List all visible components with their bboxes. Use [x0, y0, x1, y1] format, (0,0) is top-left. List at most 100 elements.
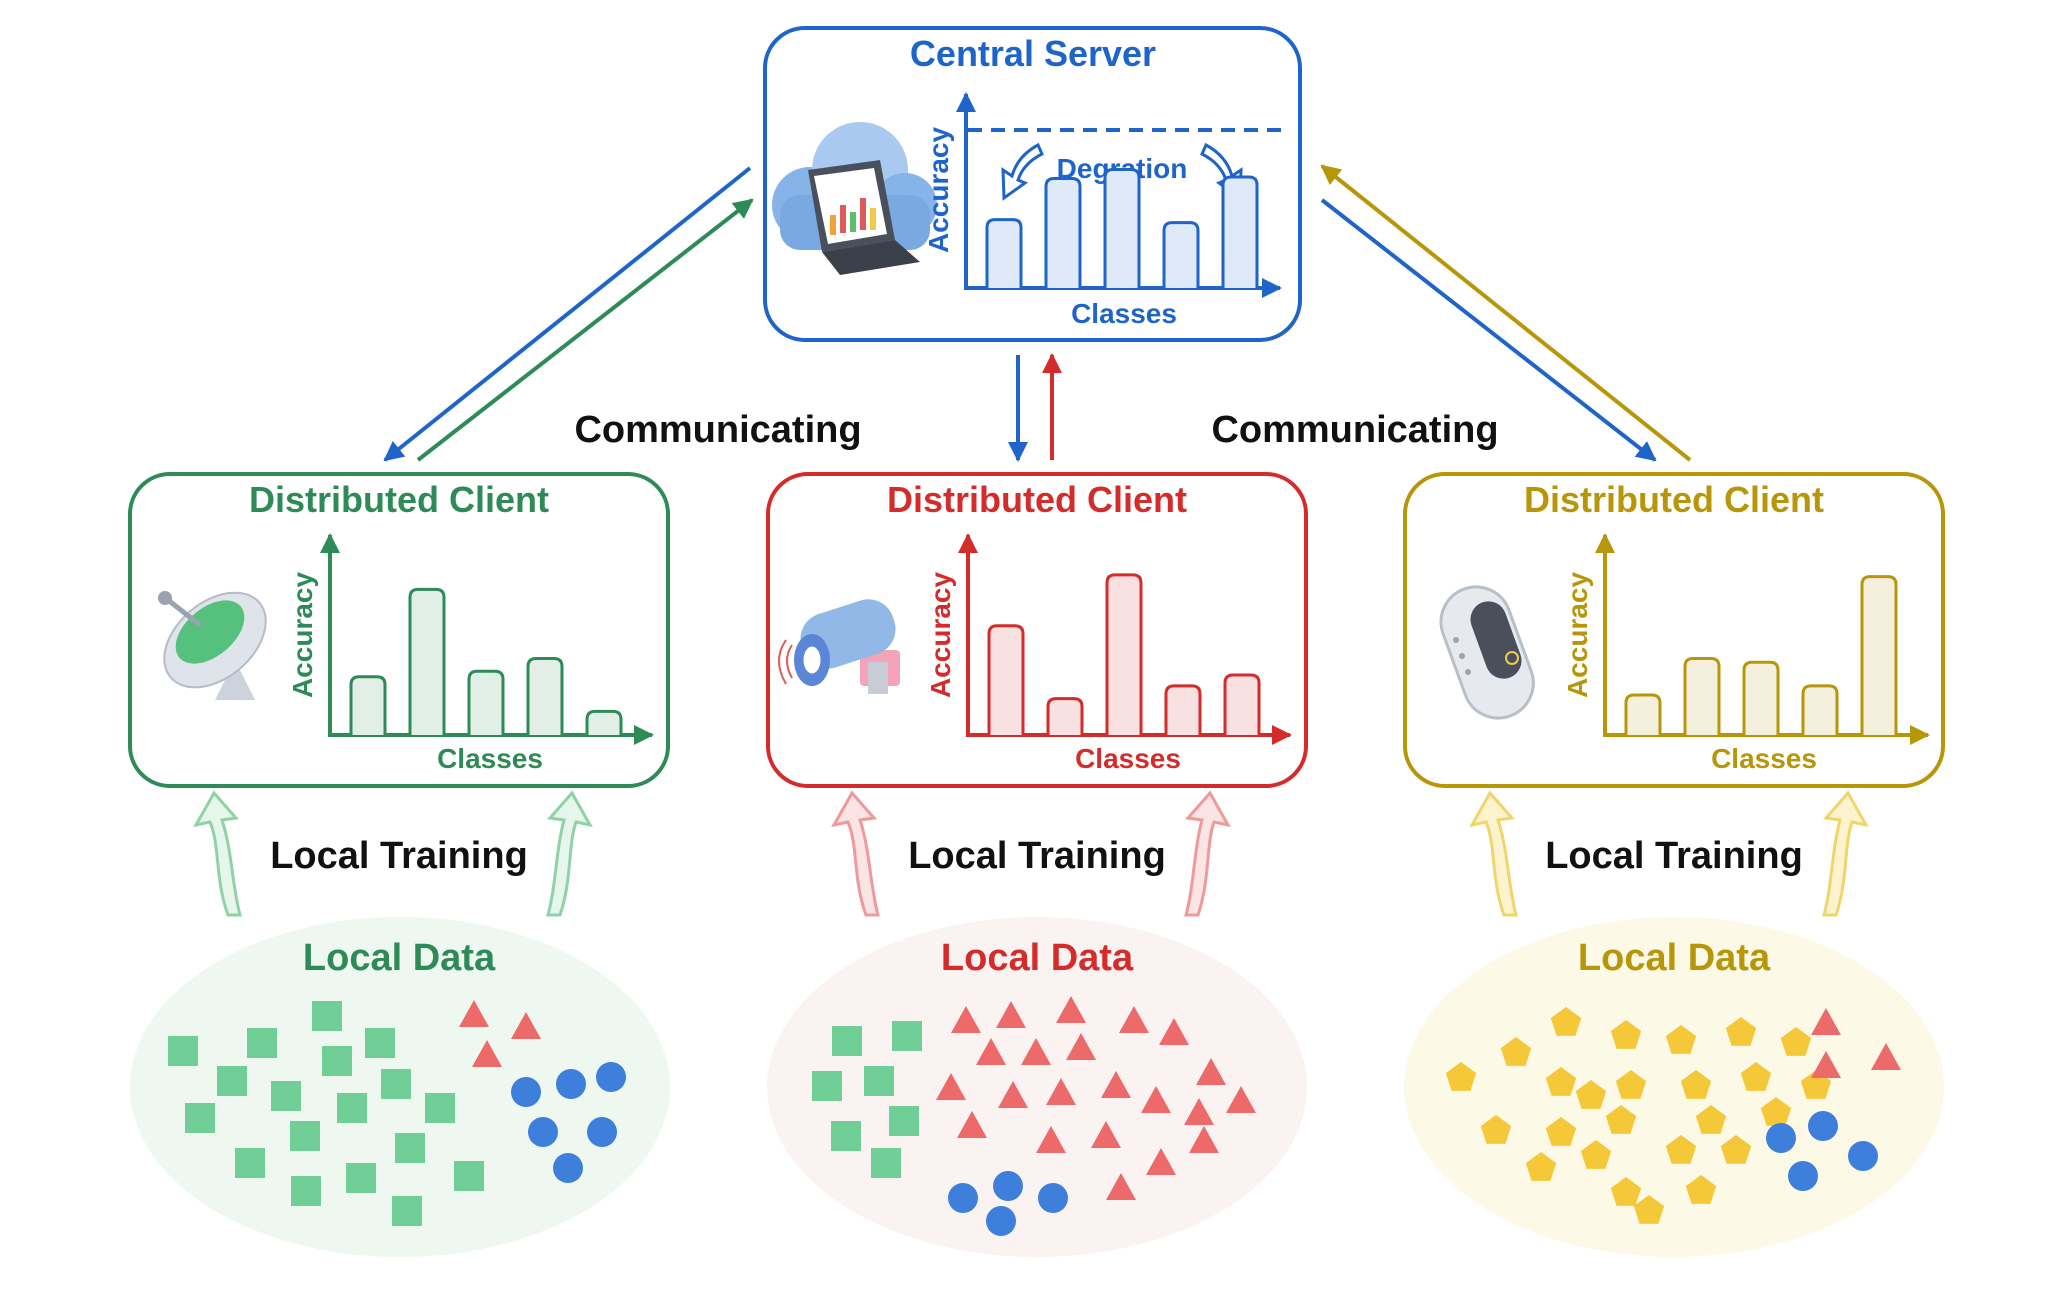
cloud-laptop-icon — [772, 122, 937, 275]
client-accuracy-bars-green — [349, 587, 623, 735]
security-camera-icon — [778, 599, 900, 694]
local-data-label-green: Local Data — [303, 937, 496, 979]
data-sample-triangle — [936, 1073, 966, 1100]
data-sample-square — [291, 1176, 321, 1206]
data-sample-triangle — [1066, 1033, 1096, 1060]
accuracy-bar — [985, 218, 1023, 288]
accuracy-bar — [1742, 660, 1780, 735]
data-sample-square — [892, 1021, 922, 1051]
data-sample-triangle — [1101, 1071, 1131, 1098]
data-sample-triangle — [996, 1001, 1026, 1028]
data-sample-pentagon — [1720, 1135, 1752, 1164]
local-data-points-red — [812, 996, 1256, 1236]
accuracy-bar — [1164, 684, 1202, 735]
data-sample-circle — [556, 1069, 586, 1099]
training-arrow-icon — [831, 790, 880, 917]
local-data-green: Local Data — [130, 917, 670, 1257]
data-sample-pentagon — [1633, 1195, 1665, 1224]
client-title-red: Distributed Client — [887, 479, 1187, 520]
local-data-gold: Local Data — [1404, 917, 1944, 1257]
data-sample-circle — [1038, 1183, 1068, 1213]
data-sample-triangle — [1056, 996, 1086, 1023]
data-sample-pentagon — [1780, 1027, 1812, 1056]
data-sample-triangle — [511, 1012, 541, 1039]
training-arrow-icon — [193, 790, 242, 917]
training-arrow-icon — [1469, 790, 1518, 917]
data-sample-pentagon — [1685, 1175, 1717, 1204]
communicating-label-right: Communicating — [1211, 409, 1498, 451]
client-panel-gold: Distributed Client Accuracy Classes — [1403, 472, 1945, 788]
data-sample-circle — [1848, 1141, 1878, 1171]
data-sample-pentagon — [1500, 1037, 1532, 1066]
data-sample-square — [831, 1121, 861, 1151]
data-sample-circle — [948, 1183, 978, 1213]
data-sample-triangle — [1189, 1126, 1219, 1153]
accuracy-bar — [1624, 693, 1662, 735]
data-sample-square — [290, 1121, 320, 1151]
data-sample-triangle — [1871, 1043, 1901, 1070]
communication-arrows — [383, 164, 1692, 462]
data-sample-triangle — [1811, 1008, 1841, 1035]
accuracy-bar — [1046, 697, 1084, 735]
client-y-axis-label-green: Accuracy — [287, 572, 318, 699]
right-client-to-server-arrow — [1320, 164, 1692, 462]
data-sample-square — [185, 1103, 215, 1133]
data-sample-triangle — [957, 1111, 987, 1138]
client-panel-red: Distributed Client Accuracy Classes — [766, 472, 1308, 788]
data-sample-square — [168, 1036, 198, 1066]
accuracy-bar — [349, 675, 387, 735]
accuracy-bar — [1683, 657, 1721, 735]
smart-band-icon — [1439, 585, 1535, 720]
data-sample-pentagon — [1445, 1062, 1477, 1091]
data-sample-square — [425, 1093, 455, 1123]
data-sample-pentagon — [1525, 1152, 1557, 1181]
client-title-green: Distributed Client — [249, 479, 549, 520]
data-sample-pentagon — [1545, 1117, 1577, 1146]
data-sample-triangle — [472, 1040, 502, 1067]
accuracy-bar — [1162, 221, 1200, 288]
training-arrow-icon — [1184, 790, 1231, 917]
data-sample-triangle — [1046, 1078, 1076, 1105]
accuracy-bar — [987, 624, 1025, 735]
client-x-axis-label-red: Classes — [1075, 743, 1181, 774]
data-sample-square — [346, 1163, 376, 1193]
data-sample-pentagon — [1575, 1080, 1607, 1109]
data-sample-triangle — [1091, 1121, 1121, 1148]
accuracy-bar — [1221, 175, 1259, 288]
data-sample-circle — [528, 1117, 558, 1147]
accuracy-bar — [526, 657, 564, 735]
local-data-points-gold — [1445, 1007, 1901, 1224]
data-sample-pentagon — [1550, 1007, 1582, 1036]
training-arrow-icon — [546, 790, 593, 917]
accuracy-bar — [1103, 167, 1141, 288]
data-sample-circle — [511, 1077, 541, 1107]
data-sample-triangle — [976, 1038, 1006, 1065]
local-training-label-red: Local Training — [908, 835, 1166, 877]
data-sample-square — [235, 1148, 265, 1178]
data-sample-pentagon — [1615, 1070, 1647, 1099]
data-sample-circle — [587, 1117, 617, 1147]
data-sample-square — [812, 1071, 842, 1101]
client-x-axis-label-gold: Classes — [1711, 743, 1817, 774]
central-server-panel: Central Server Accuracy Classes Degratio… — [763, 26, 1302, 342]
data-sample-triangle — [998, 1081, 1028, 1108]
satellite-dish-icon — [158, 591, 267, 700]
data-sample-triangle — [1184, 1098, 1214, 1125]
data-sample-triangle — [1146, 1148, 1176, 1175]
training-arrow-icon — [1822, 790, 1869, 917]
accuracy-bar — [467, 669, 505, 735]
data-sample-square — [454, 1161, 484, 1191]
local-data-label-gold: Local Data — [1578, 937, 1771, 979]
data-sample-triangle — [459, 1000, 489, 1027]
data-sample-triangle — [1119, 1006, 1149, 1033]
local-data-label-red: Local Data — [941, 937, 1134, 979]
data-sample-square — [247, 1028, 277, 1058]
left-client-to-server-arrow — [416, 198, 754, 462]
data-sample-square — [271, 1081, 301, 1111]
client-title-gold: Distributed Client — [1524, 479, 1824, 520]
accuracy-bar — [585, 709, 623, 735]
data-sample-pentagon — [1605, 1105, 1637, 1134]
data-sample-circle — [993, 1171, 1023, 1201]
data-sample-pentagon — [1760, 1097, 1792, 1126]
